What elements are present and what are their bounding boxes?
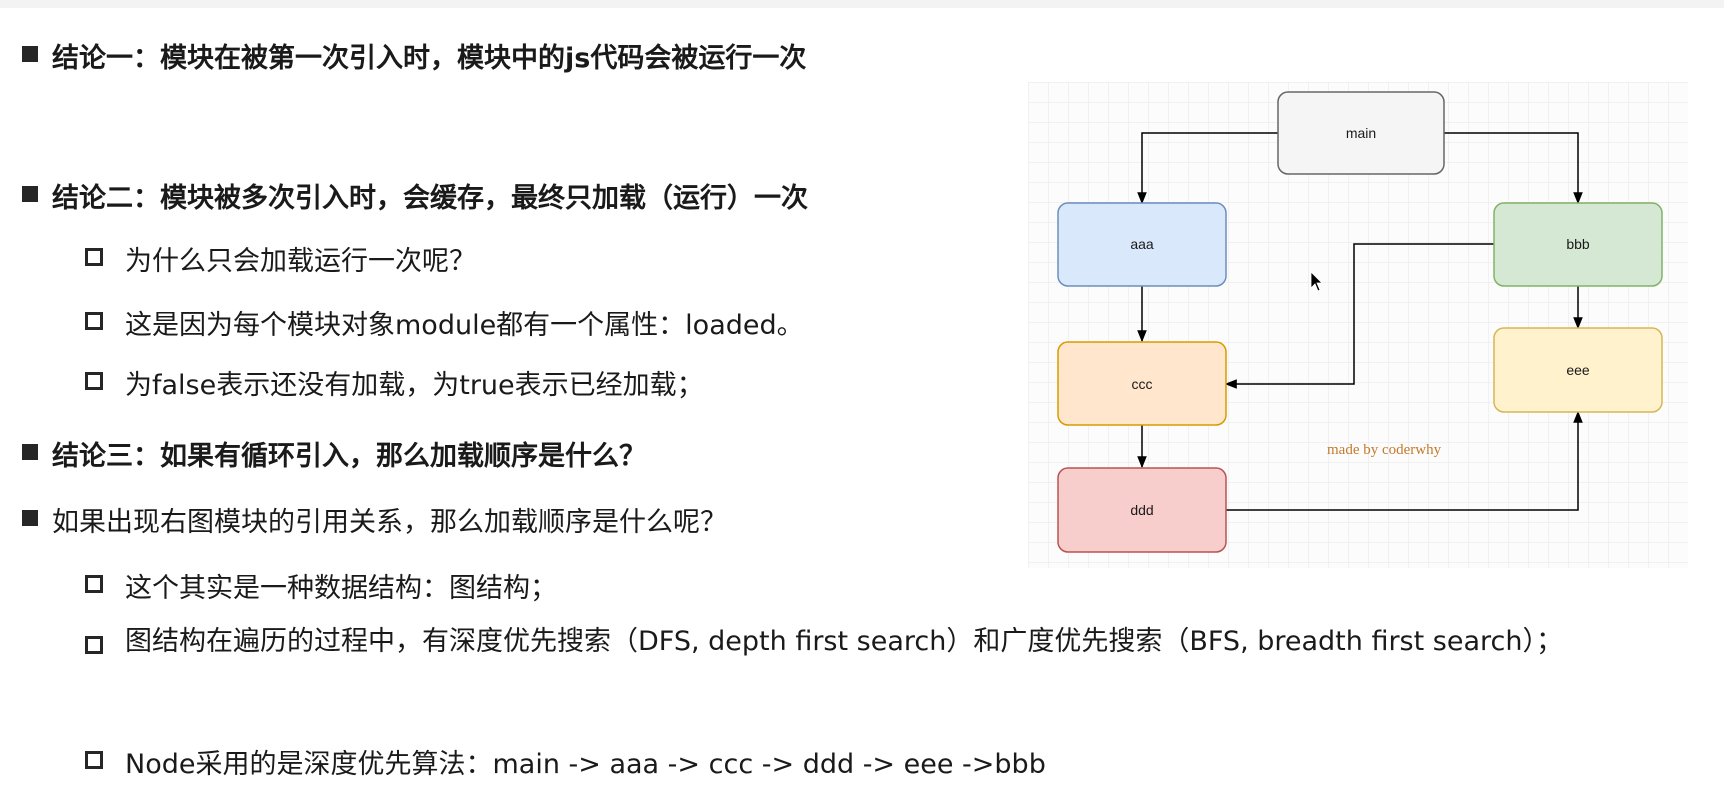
edge-ddd-eee	[1226, 410, 1583, 511]
conclusion-three-text: 结论三：如果有循环引入，那么加载顺序是什么？	[52, 441, 646, 472]
node-ccc: ccc	[1057, 341, 1227, 426]
sub-item-text: 这个其实是一种数据结构：图结构；	[125, 573, 557, 604]
node-main-label: main	[1346, 125, 1376, 141]
sub-item-text: 这是因为每个模块对象module都有一个属性：loaded。	[125, 310, 804, 341]
conclusion-one: 结论一：模块在被第一次引入时，模块中的js代码会被运行一次	[22, 36, 806, 75]
question-text: 如果出现右图模块的引用关系，那么加载顺序是什么呢？	[52, 507, 727, 538]
node-eee: eee	[1493, 327, 1663, 413]
edge-main-bbb	[1444, 132, 1583, 205]
sub-item-text: 为false表示还没有加载，为true表示已经加载；	[125, 370, 704, 401]
node-main: main	[1277, 91, 1445, 175]
node-aaa: aaa	[1057, 202, 1227, 287]
conclusion-two-text: 结论二：模块被多次引入时，会缓存，最终只加载（运行）一次	[52, 183, 808, 214]
edge-bbb-ccc	[1224, 243, 1494, 389]
hollow-square-bullet-icon	[85, 248, 103, 266]
sub-item-text: 为什么只会加载运行一次呢？	[125, 246, 476, 277]
hollow-square-bullet-icon	[85, 312, 103, 330]
filled-square-bullet-icon	[22, 46, 38, 62]
node-eee-label: eee	[1566, 362, 1590, 378]
conclusion-three: 结论三：如果有循环引入，那么加载顺序是什么？	[22, 434, 646, 473]
hollow-square-bullet-icon	[85, 575, 103, 593]
edge-main-aaa	[1137, 132, 1278, 205]
top-bar	[0, 0, 1724, 8]
watermark: made by coderwhy	[1327, 442, 1442, 458]
conclusion-two: 结论二：模块被多次引入时，会缓存，最终只加载（运行）一次	[22, 176, 808, 215]
mouse-cursor-icon	[1310, 271, 1323, 292]
sub-item: Node采用的是深度优先算法：main -> aaa -> ccc -> ddd…	[85, 742, 1046, 781]
conclusion-one-text: 结论一：模块在被第一次引入时，模块中的js代码会被运行一次	[52, 43, 807, 74]
node-bbb: bbb	[1493, 202, 1663, 287]
sub-item: 为false表示还没有加载，为true表示已经加载；	[85, 363, 704, 402]
sub-item: 这是因为每个模块对象module都有一个属性：loaded。	[85, 303, 804, 342]
sub-item-text: Node采用的是深度优先算法：main -> aaa -> ccc -> ddd…	[125, 749, 1046, 780]
sub-item: 为什么只会加载运行一次呢？	[85, 239, 476, 278]
hollow-square-bullet-icon	[85, 751, 103, 769]
filled-square-bullet-icon	[22, 186, 38, 202]
node-ddd: ddd	[1057, 467, 1227, 553]
node-aaa-label: aaa	[1130, 236, 1154, 252]
sub-item: 图结构在遍历的过程中，有深度优先搜索（DFS, depth first sear…	[85, 616, 1625, 668]
filled-square-bullet-icon	[22, 444, 38, 460]
node-ccc-label: ccc	[1132, 376, 1153, 392]
sub-item-text: 图结构在遍历的过程中，有深度优先搜索（DFS, depth first sear…	[125, 626, 1563, 657]
filled-square-bullet-icon	[22, 510, 38, 526]
question: 如果出现右图模块的引用关系，那么加载顺序是什么呢？	[22, 500, 727, 539]
hollow-square-bullet-icon	[85, 372, 103, 390]
hollow-square-bullet-icon	[85, 636, 103, 654]
sub-item: 这个其实是一种数据结构：图结构；	[85, 566, 557, 605]
module-graph-diagram: main aaa bbb ccc eee ddd made by coderwh…	[1028, 82, 1688, 568]
node-bbb-label: bbb	[1566, 236, 1590, 252]
node-ddd-label: ddd	[1130, 502, 1153, 518]
